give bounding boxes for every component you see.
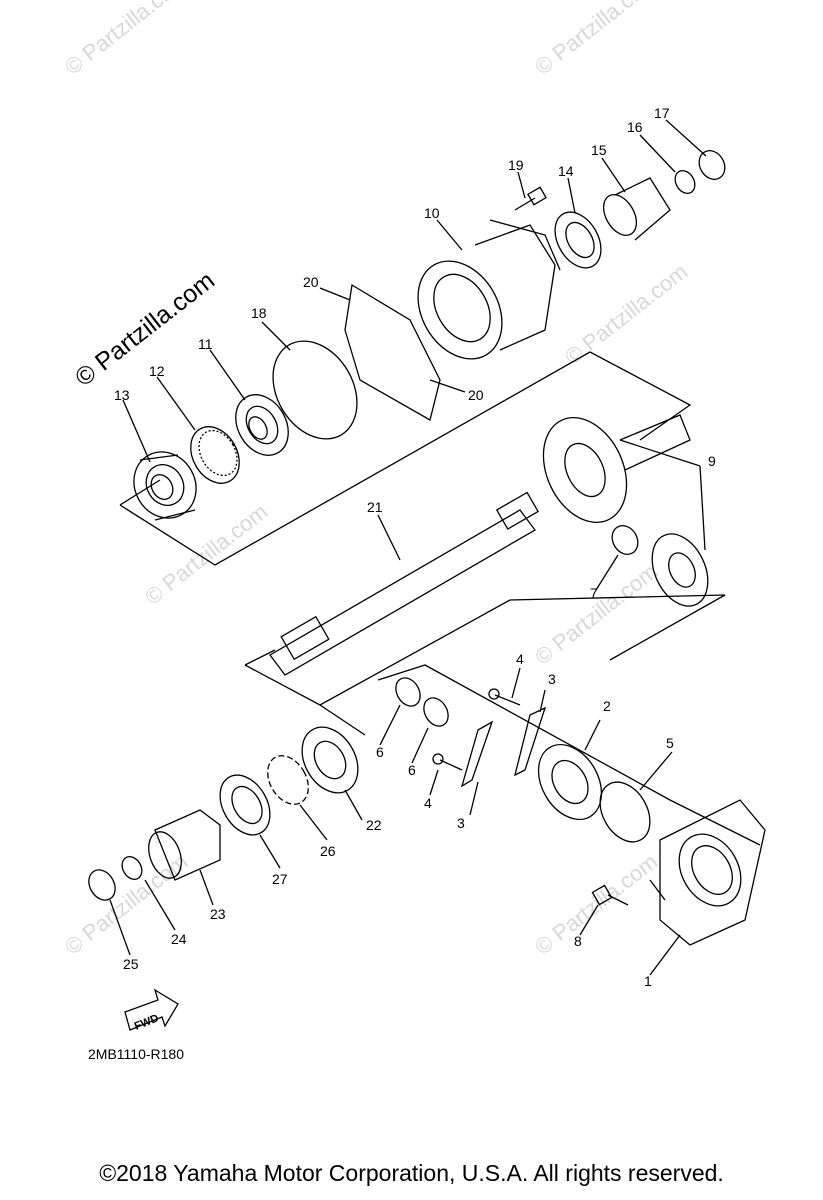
callout-6[interactable]: 6: [408, 762, 416, 778]
seal-14-icon: [554, 211, 602, 269]
housing-10-icon: [417, 219, 561, 360]
assembly-outline-middle-left: [244, 649, 276, 666]
bolt-19-icon: [514, 186, 547, 211]
callout-3[interactable]: 3: [548, 671, 556, 687]
seal-27-icon: [219, 774, 271, 836]
diagram-code: 2MB1110-R180: [88, 1046, 184, 1062]
housing-1-icon: [659, 799, 766, 946]
callout-5[interactable]: 5: [666, 735, 674, 751]
nut-25-icon: [88, 869, 116, 901]
callout-10[interactable]: 10: [424, 205, 440, 221]
callout-3[interactable]: 3: [457, 815, 465, 831]
callout-17[interactable]: 17: [654, 105, 670, 121]
copyright-notice: ©2018 Yamaha Motor Corporation, U.S.A. A…: [99, 1160, 724, 1186]
washer-16-icon: [674, 170, 696, 194]
callout-24[interactable]: 24: [171, 931, 187, 947]
callout-11[interactable]: 11: [198, 336, 213, 352]
callout-2[interactable]: 2: [603, 698, 611, 714]
callout-25[interactable]: 25: [123, 956, 139, 972]
callout-22[interactable]: 22: [366, 817, 382, 833]
washer-24-icon: [121, 856, 143, 880]
ring-gear-9-icon: [542, 414, 691, 524]
callout-26[interactable]: 26: [320, 843, 336, 859]
gasket-20-icon: [344, 283, 441, 421]
shim-5-icon: [599, 781, 651, 843]
callout-7[interactable]: 7: [590, 585, 598, 601]
nut-17-icon: [698, 150, 726, 180]
fwd-arrow-icon: [124, 988, 179, 1031]
callout-23[interactable]: 23: [210, 906, 226, 922]
callout-15[interactable]: 15: [591, 142, 607, 158]
callout-18[interactable]: 18: [251, 305, 267, 321]
bearing-2-icon: [537, 743, 603, 821]
callout-1[interactable]: 1: [644, 973, 652, 989]
coupling-23-icon: [148, 809, 221, 881]
callout-27[interactable]: 27: [272, 871, 288, 887]
callout-4[interactable]: 4: [516, 651, 524, 667]
pinion-gear-9-icon: [651, 533, 709, 607]
shaft-21-icon: [269, 491, 539, 676]
assembly-outline-upper: [119, 351, 692, 566]
callout-13[interactable]: 13: [114, 387, 130, 403]
assembly-outline-lower2: [319, 704, 366, 736]
callout-20[interactable]: 20: [468, 387, 484, 403]
shim-6-icon: [395, 677, 421, 707]
callout-21[interactable]: 21: [367, 499, 383, 515]
nut-7-icon: [611, 525, 639, 555]
bolt-8-icon: [591, 884, 629, 906]
o-ring-18-icon: [272, 340, 358, 440]
callout-8[interactable]: 8: [574, 933, 582, 949]
plate-3-icon: [514, 706, 547, 777]
callout-16[interactable]: 16: [627, 119, 643, 135]
callout-12[interactable]: 12: [149, 363, 165, 379]
bearing-13-icon: [133, 451, 197, 521]
bearing-22-icon: [301, 726, 359, 794]
callout-4[interactable]: 4: [424, 795, 432, 811]
callout-20[interactable]: 20: [303, 274, 319, 290]
bearing-11-icon: [235, 394, 289, 456]
assembly-outline-upper-left: [119, 479, 161, 506]
clip-26-icon: [267, 755, 309, 805]
needle-bearing-12-icon: [190, 426, 240, 484]
shim-6-icon: [423, 697, 449, 727]
callout-14[interactable]: 14: [558, 163, 574, 179]
plate-3-icon: [460, 720, 494, 788]
callout-6[interactable]: 6: [376, 744, 384, 760]
coupling-15-icon: [602, 177, 671, 241]
callout-19[interactable]: 19: [508, 157, 524, 173]
assembly-outline-lower: [377, 664, 761, 846]
screw-4-icon: [432, 688, 521, 771]
callout-9[interactable]: 9: [708, 453, 716, 469]
assembly-outline-middle: [244, 594, 726, 706]
